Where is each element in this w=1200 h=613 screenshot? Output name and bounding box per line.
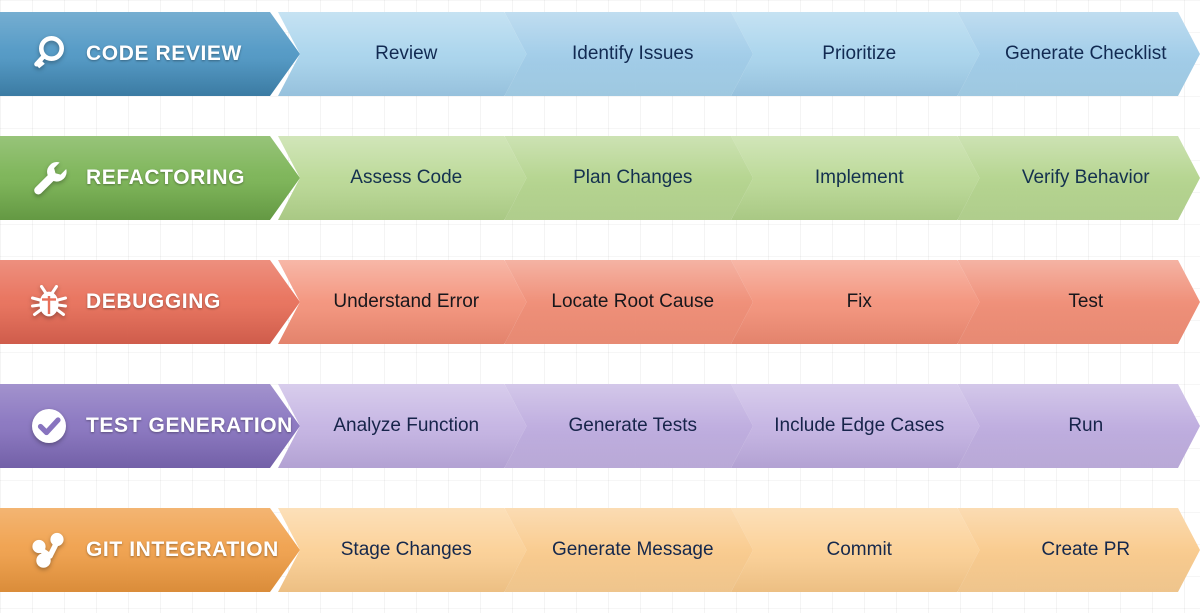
step-chevron[interactable]: Locate Root Cause: [505, 260, 754, 344]
step-chevron[interactable]: Run: [958, 384, 1200, 468]
step-label: Understand Error: [333, 291, 480, 312]
row-steps-test-generation: Analyze Function Generate Tests Include Ed…: [300, 384, 1200, 468]
step-label: Plan Changes: [573, 167, 693, 188]
step-chevron[interactable]: Implement: [731, 136, 980, 220]
row-title: CODE REVIEW: [86, 42, 242, 65]
step-chevron[interactable]: Generate Tests: [505, 384, 754, 468]
step-label: Generate Message: [551, 539, 714, 560]
row-header-code-review[interactable]: CODE REVIEW: [0, 12, 300, 96]
row-title: GIT INTEGRATION: [86, 538, 279, 561]
ribbon-tail: [44, 344, 76, 355]
step-chevron[interactable]: Fix: [731, 260, 980, 344]
wrench-icon: [26, 155, 72, 201]
ribbon-tail: [44, 220, 76, 231]
git-branch-icon: [26, 527, 72, 573]
step-label: Identify Issues: [572, 43, 694, 64]
row-header-debugging[interactable]: DEBUGGING: [0, 260, 300, 344]
row-steps-code-review: Review Identify Issues Prioritize Generate …: [300, 12, 1200, 96]
step-chevron[interactable]: Generate Checklist: [958, 12, 1200, 96]
row-title: DEBUGGING: [86, 290, 221, 313]
step-chevron[interactable]: Include Edge Cases: [731, 384, 980, 468]
step-chevron[interactable]: Assess Code: [278, 136, 527, 220]
magnifier-icon: [26, 31, 72, 77]
step-label: Assess Code: [350, 167, 463, 188]
ribbon-tail: [44, 468, 76, 479]
step-label: Implement: [814, 167, 904, 188]
step-chevron[interactable]: Create PR: [958, 508, 1200, 592]
step-label: Commit: [826, 539, 892, 560]
step-label: Run: [1068, 415, 1104, 436]
row-steps-refactoring: Assess Code Plan Changes Implement Verify B…: [300, 136, 1200, 220]
process-row-debugging: DEBUGGING Understand Error Locate Root Cau…: [0, 260, 1200, 344]
step-label: Fix: [846, 291, 872, 312]
step-chevron[interactable]: Stage Changes: [278, 508, 527, 592]
step-label: Verify Behavior: [1021, 167, 1150, 188]
step-chevron[interactable]: Commit: [731, 508, 980, 592]
step-label: Prioritize: [822, 43, 897, 64]
ribbon-tail: [44, 96, 76, 107]
row-header-git-integration[interactable]: GIT INTEGRATION: [0, 508, 300, 592]
step-chevron[interactable]: Understand Error: [278, 260, 527, 344]
process-row-code-review: CODE REVIEW Review Identify Issues Prioriti…: [0, 12, 1200, 96]
step-chevron[interactable]: Analyze Function: [278, 384, 527, 468]
step-label: Test: [1068, 291, 1104, 312]
step-label: Stage Changes: [340, 539, 472, 560]
check-circle-icon: [26, 403, 72, 449]
process-row-refactoring: REFACTORING Assess Code Plan Changes Implem…: [0, 136, 1200, 220]
row-steps-debugging: Understand Error Locate Root Cause Fix Test: [300, 260, 1200, 344]
row-header-refactoring[interactable]: REFACTORING: [0, 136, 300, 220]
step-label: Include Edge Cases: [774, 415, 945, 436]
process-row-git-integration: GIT INTEGRATION Stage Changes Generate Mes…: [0, 508, 1200, 592]
step-label: Locate Root Cause: [551, 291, 715, 312]
bug-icon: [26, 279, 72, 325]
step-chevron[interactable]: Prioritize: [731, 12, 980, 96]
step-chevron[interactable]: Verify Behavior: [958, 136, 1200, 220]
row-header-test-generation[interactable]: TEST GENERATION: [0, 384, 300, 468]
step-label: Create PR: [1041, 539, 1131, 560]
step-label: Generate Tests: [568, 415, 697, 436]
row-title: TEST GENERATION: [86, 414, 293, 437]
process-row-test-generation: TEST GENERATION Analyze Function Generate …: [0, 384, 1200, 468]
step-label: Analyze Function: [333, 415, 480, 436]
ribbon-tail: [44, 592, 76, 603]
row-title: REFACTORING: [86, 166, 246, 189]
step-label: Generate Checklist: [1004, 43, 1167, 64]
step-chevron[interactable]: Generate Message: [505, 508, 754, 592]
step-label: Review: [375, 43, 438, 64]
step-chevron[interactable]: Review: [278, 12, 527, 96]
step-chevron[interactable]: Plan Changes: [505, 136, 754, 220]
step-chevron[interactable]: Test: [958, 260, 1200, 344]
step-chevron[interactable]: Identify Issues: [505, 12, 754, 96]
row-steps-git-integration: Stage Changes Generate Message Commit Creat…: [300, 508, 1200, 592]
